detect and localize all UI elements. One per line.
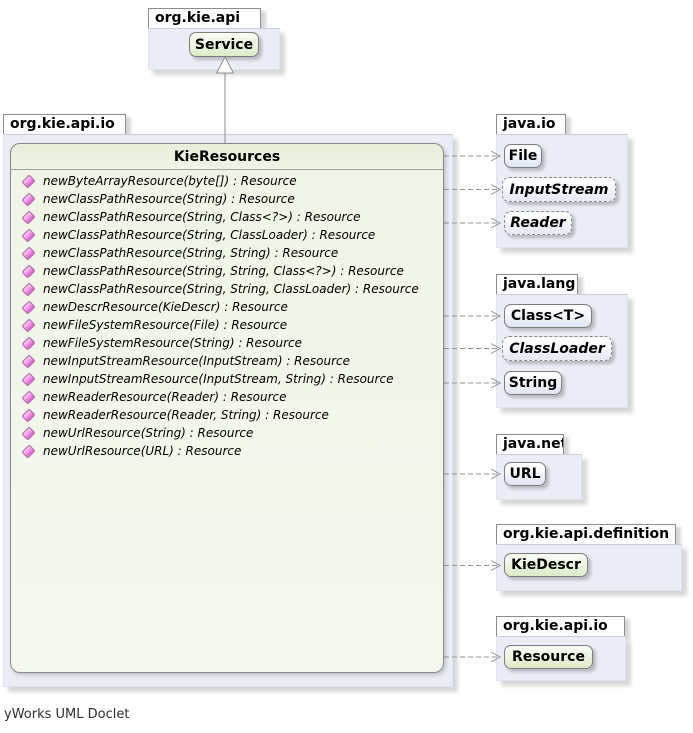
method-row[interactable]: newUrlResource(String) : Resource: [17, 424, 437, 442]
method-label: newFileSystemResource(String) : Resource: [43, 336, 303, 350]
package-body-org-kie-api-definition: [496, 544, 682, 591]
method-icon: [21, 407, 36, 423]
class-node-service[interactable]: Service: [189, 32, 259, 57]
method-icon: [21, 209, 36, 225]
method-row[interactable]: newInputStreamResource(InputStream, Stri…: [17, 370, 437, 388]
method-label: newInputStreamResource(InputStream) : Re…: [43, 354, 351, 368]
class-node-string[interactable]: String: [504, 371, 562, 395]
method-label: newClassPathResource(String, Class<?>) :…: [43, 210, 361, 224]
class-node-reader[interactable]: Reader: [504, 211, 572, 235]
method-icon: [21, 389, 36, 405]
class-node-file[interactable]: File: [504, 144, 542, 168]
method-icon: [21, 245, 36, 261]
package-tab-org-kie-api-io-right[interactable]: org.kie.api.io: [496, 616, 625, 637]
class-node-class-t[interactable]: Class<T>: [504, 304, 592, 328]
method-row[interactable]: newClassPathResource(String) : Resource: [17, 190, 437, 208]
method-label: newByteArrayResource(byte[]) : Resource: [43, 174, 297, 188]
method-icon: [21, 371, 36, 387]
method-row[interactable]: newDescrResource(KieDescr) : Resource: [17, 298, 437, 316]
method-label: newClassPathResource(String, ClassLoader…: [43, 228, 376, 242]
method-label: newInputStreamResource(InputStream, Stri…: [43, 372, 394, 386]
method-row[interactable]: newByteArrayResource(byte[]) : Resource: [17, 172, 437, 190]
method-icon: [21, 353, 36, 369]
method-row[interactable]: newFileSystemResource(File) : Resource: [17, 316, 437, 334]
method-icon: [21, 281, 36, 297]
class-node-url[interactable]: URL: [504, 462, 546, 486]
method-row[interactable]: newClassPathResource(String, ClassLoader…: [17, 226, 437, 244]
method-label: newReaderResource(Reader) : Resource: [43, 390, 287, 404]
class-node-classloader[interactable]: ClassLoader: [502, 336, 612, 361]
method-label: newFileSystemResource(File) : Resource: [43, 318, 288, 332]
method-label: newClassPathResource(String, String, Cla…: [43, 282, 419, 296]
method-icon: [21, 173, 36, 189]
package-tab-org-kie-api[interactable]: org.kie.api: [148, 8, 261, 29]
method-label: newClassPathResource(String) : Resource: [43, 192, 295, 206]
method-icon: [21, 425, 36, 441]
method-icon: [21, 443, 36, 459]
method-icon: [21, 263, 36, 279]
method-label: newUrlResource(String) : Resource: [43, 426, 254, 440]
method-row[interactable]: newClassPathResource(String, String, Cla…: [17, 280, 437, 298]
method-icon: [21, 191, 36, 207]
class-node-resource[interactable]: Resource: [504, 645, 593, 669]
method-label: newUrlResource(URL) : Resource: [43, 444, 242, 458]
class-node-kiedescr[interactable]: KieDescr: [504, 553, 588, 577]
method-label: newDescrResource(KieDescr) : Resource: [43, 300, 288, 314]
method-row[interactable]: newReaderResource(Reader, String) : Reso…: [17, 406, 437, 424]
package-tab-java-lang[interactable]: java.lang: [496, 274, 578, 295]
footer-caption: yWorks UML Doclet: [4, 707, 130, 722]
method-icon: [21, 335, 36, 351]
method-row[interactable]: newClassPathResource(String, String, Cla…: [17, 262, 437, 280]
package-tab-java-net[interactable]: java.net: [496, 434, 564, 455]
package-tab-org-kie-api-definition[interactable]: org.kie.api.definition: [496, 524, 676, 545]
method-icon: [21, 227, 36, 243]
method-icon: [21, 299, 36, 315]
package-tab-org-kie-api-io[interactable]: org.kie.api.io: [3, 114, 126, 135]
method-list: newByteArrayResource(byte[]) : Resource …: [17, 172, 437, 460]
class-node-inputstream[interactable]: InputStream: [502, 177, 616, 202]
method-icon: [21, 317, 36, 333]
method-row[interactable]: newUrlResource(URL) : Resource: [17, 442, 437, 460]
interface-title: KieResources: [11, 144, 443, 170]
package-tab-java-io[interactable]: java.io: [496, 114, 566, 135]
method-row[interactable]: newReaderResource(Reader) : Resource: [17, 388, 437, 406]
method-label: newClassPathResource(String, String) : R…: [43, 246, 339, 260]
method-row[interactable]: newFileSystemResource(String) : Resource: [17, 334, 437, 352]
method-row[interactable]: newClassPathResource(String, String) : R…: [17, 244, 437, 262]
interface-node-kieresources[interactable]: KieResources newByteArrayResource(byte[]…: [10, 143, 444, 673]
method-row[interactable]: newInputStreamResource(InputStream) : Re…: [17, 352, 437, 370]
method-row[interactable]: newClassPathResource(String, Class<?>) :…: [17, 208, 437, 226]
method-label: newClassPathResource(String, String, Cla…: [43, 264, 404, 278]
method-label: newReaderResource(Reader, String) : Reso…: [43, 408, 329, 422]
